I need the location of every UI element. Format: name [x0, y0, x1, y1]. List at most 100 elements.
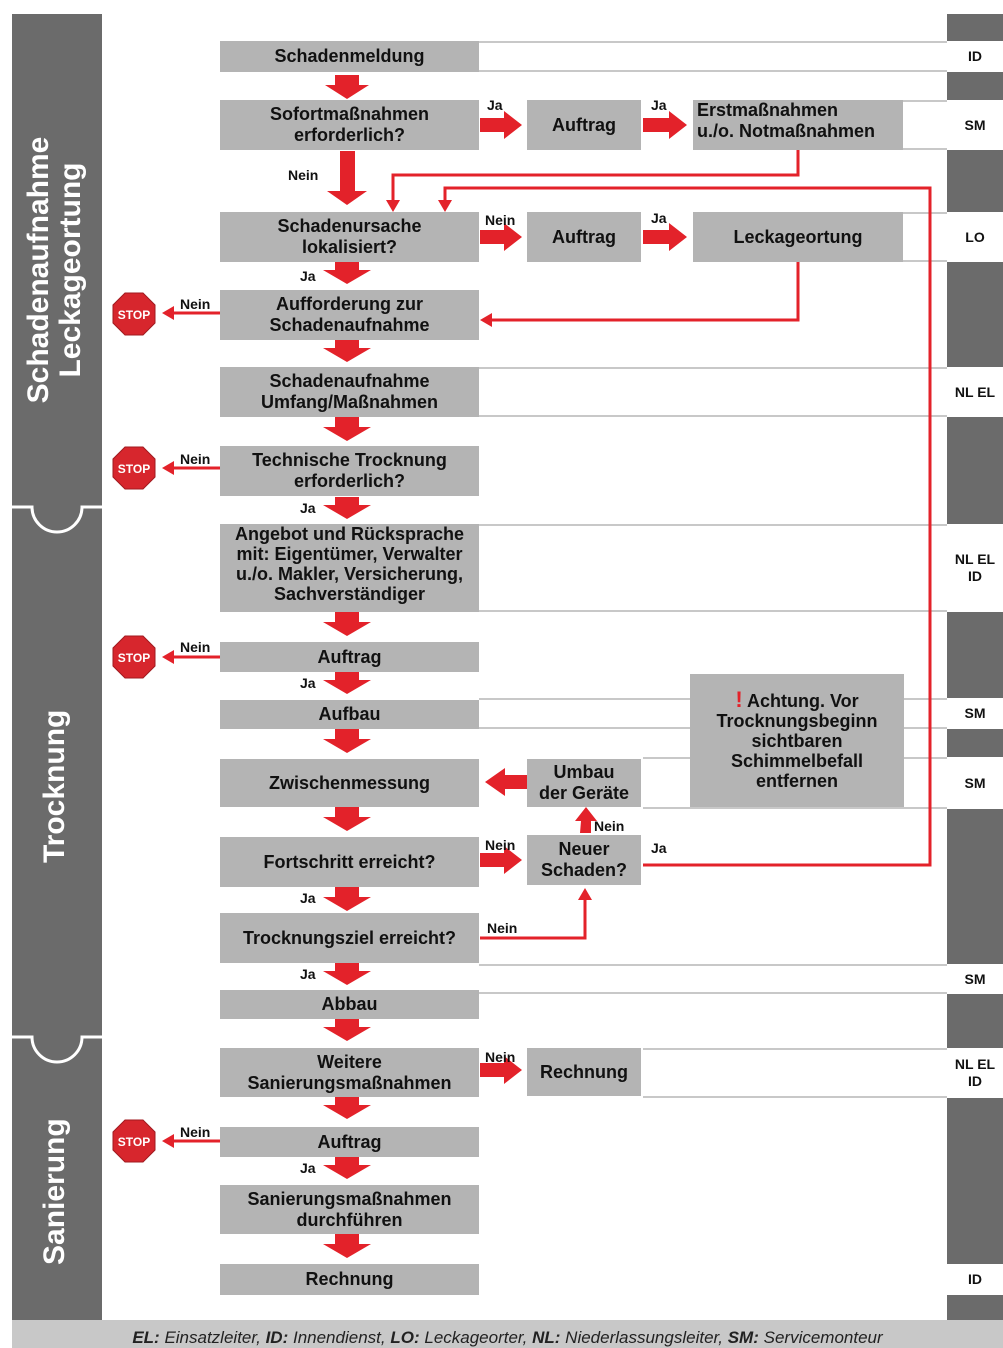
label-nein: Nein — [485, 1049, 516, 1065]
row-line — [479, 964, 949, 994]
row-line — [479, 41, 949, 72]
legend-desc: Servicemonteur — [763, 1328, 883, 1347]
box-text: Erstmaßnahmen — [697, 100, 839, 120]
box-text: Abbau — [321, 994, 378, 1014]
left-arrow — [485, 768, 527, 796]
arrow-head — [162, 306, 174, 320]
label-nein: Nein — [180, 639, 211, 655]
box-text: lokalisiert? — [301, 237, 398, 257]
label-ja: Ja — [300, 1160, 316, 1176]
box-schadenaufnahme: Schadenaufnahme Umfang/Maßnahmen — [220, 367, 479, 417]
box-text: Umbau — [553, 762, 615, 782]
role-label: NL EL ID — [947, 1048, 1003, 1098]
box-text: entfernen — [755, 771, 838, 791]
box-rechnung-2: Rechnung — [220, 1264, 479, 1295]
box-text: sichtbaren — [751, 731, 843, 751]
down-arrow — [325, 75, 369, 99]
box-text: Achtung. Vor — [747, 691, 859, 711]
box-abbau: Abbau — [220, 990, 479, 1019]
down-arrow — [323, 1019, 371, 1041]
box-text: Auftrag — [552, 226, 616, 247]
role-label: SM — [947, 757, 1003, 809]
legend-abbr: ID: — [265, 1328, 289, 1347]
down-arrow — [327, 151, 367, 205]
role-label: ID — [947, 41, 1003, 72]
box-text: Schimmelbefall — [730, 751, 864, 771]
arrow-head — [162, 461, 174, 475]
role-label: SM — [947, 698, 1003, 729]
box-leckageortung: Leckageortung — [693, 212, 903, 262]
box-text: erforderlich? — [293, 125, 406, 145]
box-text: durchführen — [296, 1209, 403, 1230]
label-ja: Ja — [300, 675, 316, 691]
box-text: der Geräte — [538, 783, 630, 803]
legend-abbr: SM: — [727, 1328, 759, 1347]
box-aufbau: Aufbau — [220, 700, 479, 729]
box-achtung: ! Achtung. Vor Trocknungsbeginn sichtbar… — [690, 674, 904, 807]
role-text: NL EL — [954, 383, 996, 400]
down-arrow — [323, 612, 371, 636]
box-text: Trocknungsziel erreicht? — [242, 927, 457, 948]
role-text: SM — [964, 970, 986, 987]
box-text: Neuer — [558, 839, 610, 859]
role-text: SM — [964, 774, 986, 791]
legend-desc: Einsatzleiter, — [164, 1328, 261, 1347]
down-arrow — [323, 262, 371, 284]
role-text: NL EL — [954, 551, 996, 567]
box-text: Angebot und Rücksprache — [234, 524, 465, 544]
role-text: ID — [968, 1073, 982, 1089]
role-label: NL EL — [947, 367, 1003, 417]
box-text: Zwischenmessung — [268, 772, 431, 793]
right-arrow — [480, 846, 522, 874]
label-ja: Ja — [300, 890, 316, 906]
arrow-head — [386, 200, 400, 212]
down-arrow — [323, 1157, 371, 1179]
label-nein: Nein — [485, 212, 516, 228]
box-text: Schadenaufnahme — [269, 371, 430, 391]
phase-divider — [12, 505, 102, 534]
stop-sign-icon: STOP — [112, 292, 156, 336]
box-zwischenmessung: Zwischenmessung — [220, 759, 479, 807]
arrow-head — [162, 1134, 174, 1148]
phase-sidebar — [12, 14, 102, 1320]
phase-divider — [12, 1035, 102, 1064]
box-technische-trocknung: Technische Trocknung erforderlich? — [220, 446, 479, 496]
row-line — [643, 1048, 949, 1098]
role-label: ID — [947, 1264, 1003, 1295]
role-text: SM — [964, 116, 986, 133]
label-nein: Nein — [180, 1124, 211, 1140]
box-text: Schadenaufnahme — [269, 315, 430, 335]
box-auftrag-1: Auftrag — [527, 100, 641, 150]
arrow-head — [578, 888, 592, 900]
legend-desc: Innendienst, — [292, 1328, 386, 1347]
role-text: SM — [964, 705, 986, 721]
box-umbau: Umbau der Geräte — [527, 759, 641, 807]
row-line — [903, 100, 949, 150]
legend-abbr: LO: — [390, 1328, 420, 1347]
up-arrow — [575, 807, 597, 833]
box-text: mit: Eigentümer, Verwalter — [236, 544, 463, 564]
label-ja: Ja — [487, 97, 503, 113]
box-text: Schadenmeldung — [274, 46, 425, 66]
box-text: Leckageortung — [733, 226, 863, 247]
box-neuer-schaden: Neuer Schaden? — [527, 835, 641, 885]
box-text: Schaden? — [540, 860, 628, 880]
box-text: Sanierungsmaßnahmen — [247, 1072, 452, 1093]
box-text: Auftrag — [317, 646, 382, 667]
legend-desc: Niederlassungsleiter, — [565, 1328, 723, 1347]
box-sanierung-durchfuehren: Sanierungsmaßnahmen durchführen — [220, 1185, 479, 1234]
role-label: LO — [947, 212, 1003, 262]
box-schadenursache: Schadenursache lokalisiert? — [220, 212, 479, 262]
label-nein: Nein — [288, 167, 319, 183]
box-fortschritt: Fortschritt erreicht? — [220, 837, 479, 887]
achtung-heading: ! Achtung. Vor — [735, 689, 859, 712]
stop-sign-icon: STOP — [112, 1119, 156, 1163]
box-auftrag-3: Auftrag — [220, 642, 479, 672]
down-arrow — [323, 963, 371, 985]
row-line — [903, 212, 949, 262]
box-schadenmeldung: Schadenmeldung — [220, 41, 479, 72]
label-nein: Nein — [487, 920, 518, 936]
stop-text: STOP — [118, 308, 150, 322]
right-arrow — [480, 1056, 522, 1084]
box-angebot: Angebot und Rücksprache mit: Eigentümer,… — [220, 524, 479, 612]
